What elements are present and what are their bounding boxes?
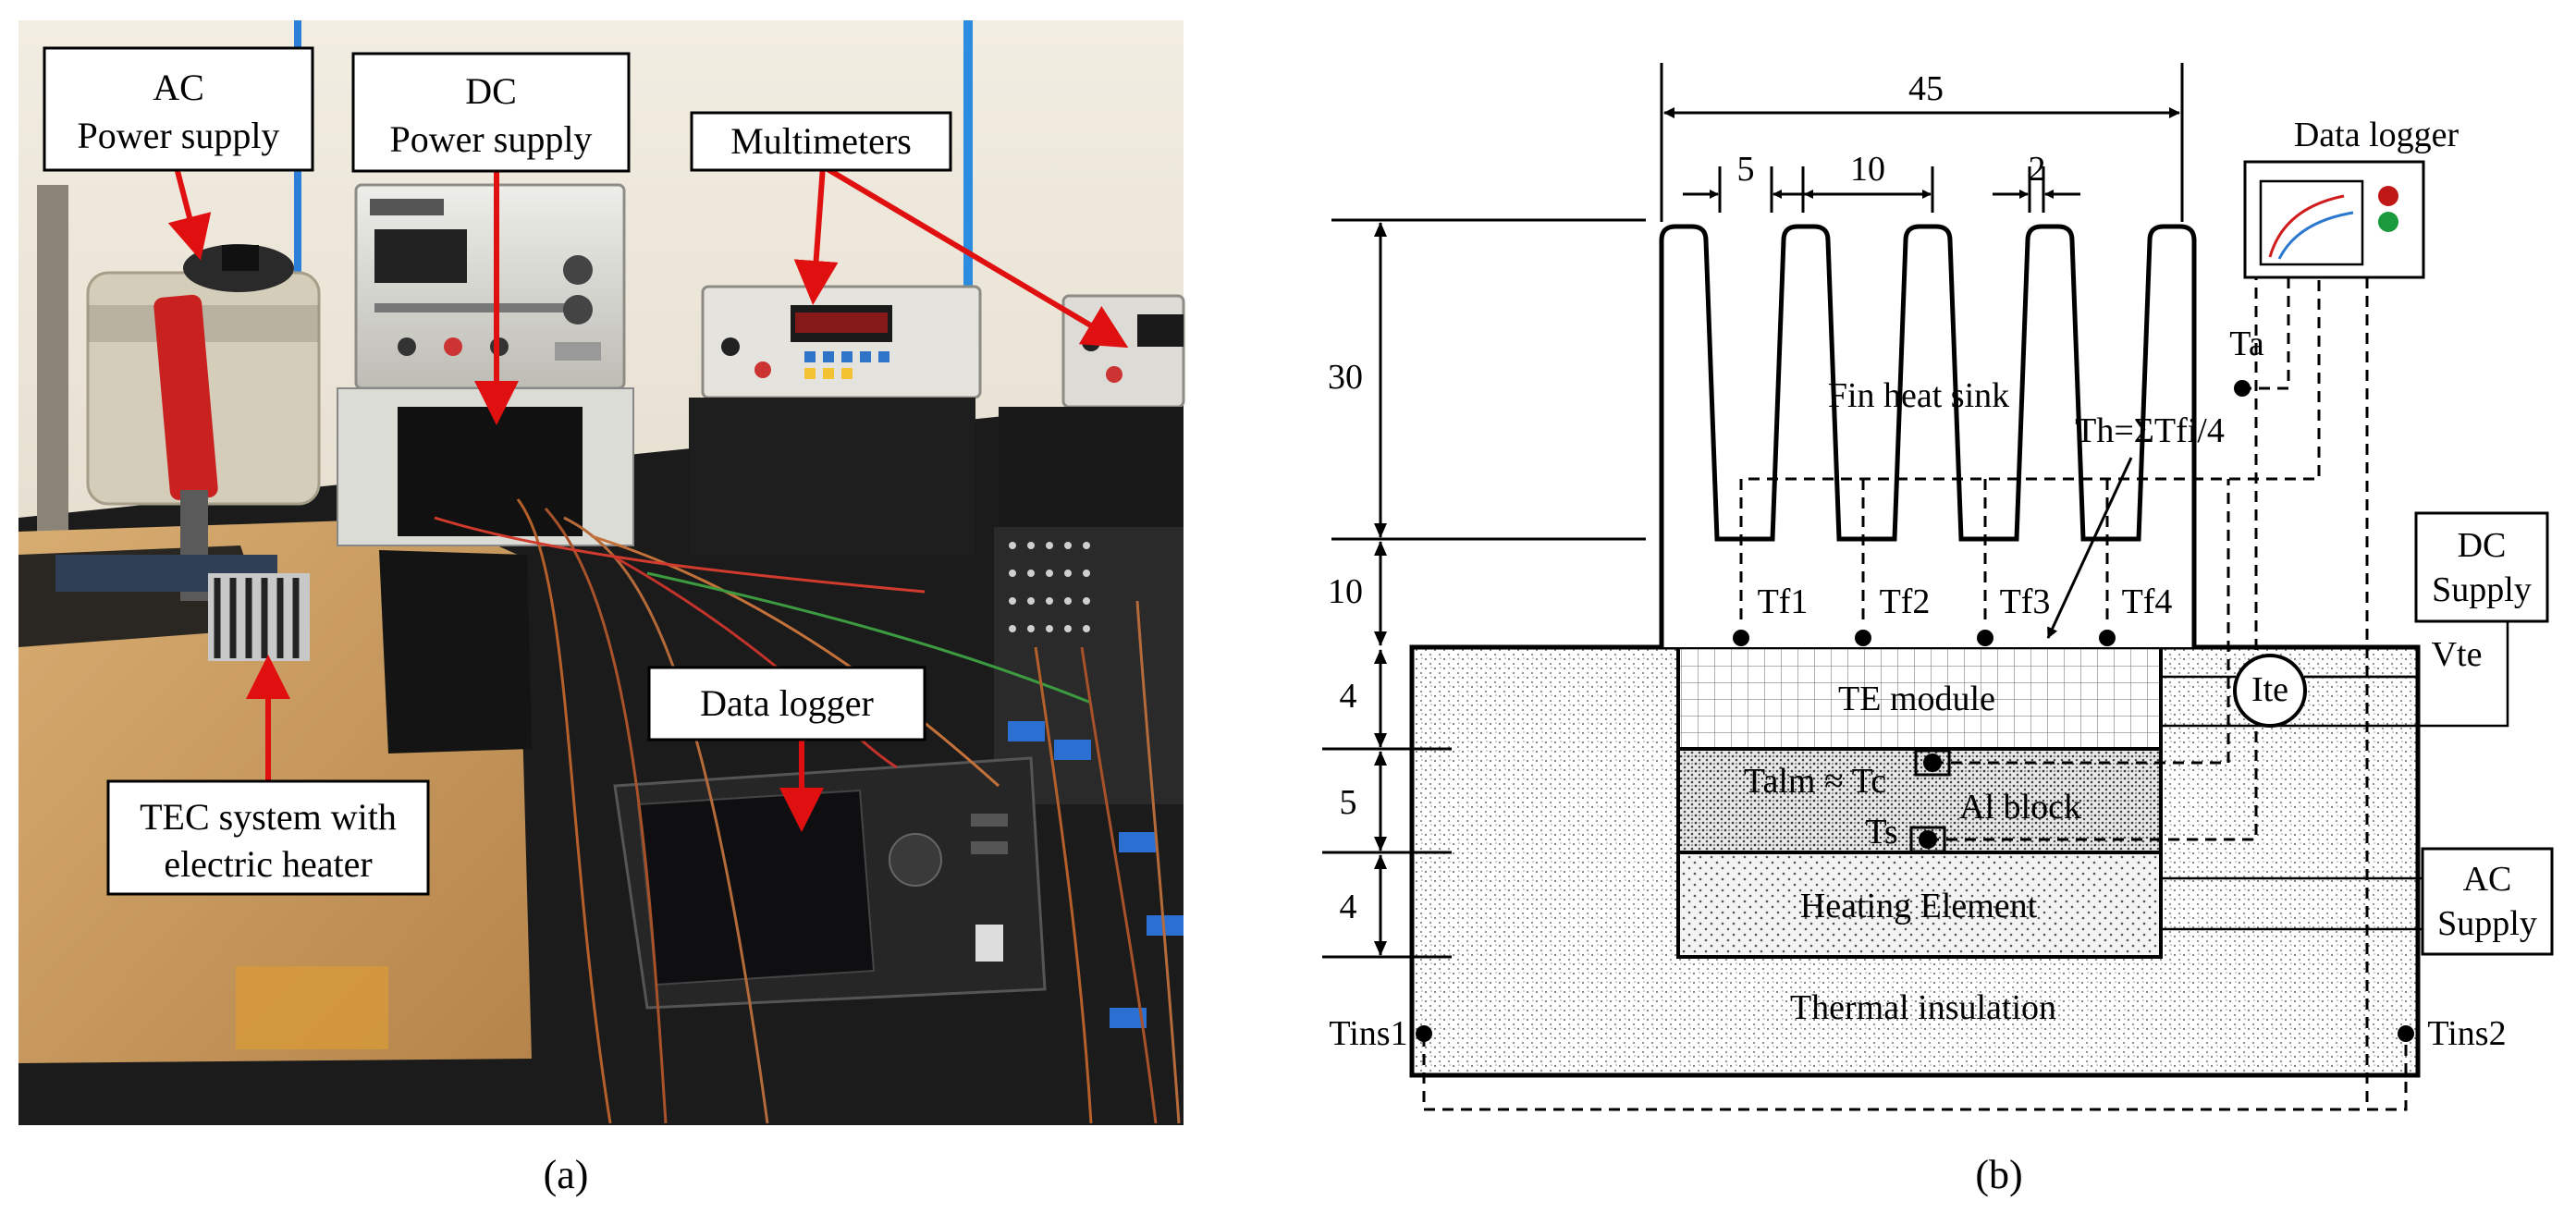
- label-dc-power-supply: DC Power supply: [351, 52, 631, 173]
- annotation-arrows: [167, 164, 1129, 832]
- fin-heat-sink-label: Fin heat sink: [1828, 376, 2009, 415]
- logger-led-red: [2378, 186, 2398, 206]
- dim-width-total: 45: [1908, 69, 1944, 108]
- dc-supply-box: DC Supply: [2414, 511, 2549, 623]
- blue-pipe-right: [963, 20, 973, 298]
- th-formula-label: Th=ΣTfi/4: [2075, 411, 2225, 450]
- heating-element-layer: [1676, 851, 2163, 959]
- al-block-label: Al block: [1959, 788, 2081, 827]
- dim-te-height: 4: [1340, 677, 1357, 716]
- label-ac-line1: AC: [153, 67, 204, 108]
- ite-label: Ite: [2251, 670, 2288, 709]
- label-multimeters-text: Multimeters: [730, 120, 912, 162]
- talm-sensor-box: [1914, 749, 1951, 777]
- al-block-label-bg: [1914, 772, 2090, 837]
- label-tec-line1: TEC system with: [140, 796, 397, 838]
- dim-al-height: 5: [1340, 783, 1357, 822]
- dim-base-height: 10: [1328, 572, 1363, 611]
- tins1-label: Tins1: [1329, 1014, 1407, 1053]
- tf2-label: Tf2: [1880, 582, 1931, 621]
- arrow-multimeter-2: [821, 164, 1129, 349]
- label-data-logger-text: Data logger: [700, 682, 874, 724]
- fin-heat-sink-outline: [1659, 224, 2197, 647]
- caption-b: (b): [1975, 1152, 2022, 1197]
- sensor-tf1: [1733, 630, 1749, 646]
- arrow-ac-supply: [167, 170, 212, 261]
- ta-label: Ta: [2229, 325, 2264, 363]
- caption-a: (a): [544, 1152, 589, 1197]
- sensor-tf3: [1977, 630, 1993, 646]
- sensor-tf4: [2099, 630, 2116, 646]
- ac-supply-line1: AC: [2463, 860, 2512, 899]
- heating-element-label: Heating Element: [1800, 887, 2038, 925]
- sensor-dots: [1416, 380, 2414, 1042]
- talm-label: Talm ≈ Tc: [1744, 762, 1886, 801]
- multimeter-1-device: [689, 285, 982, 555]
- dim-heater-height: 4: [1340, 888, 1357, 926]
- thermocouple-leads: [1422, 277, 2408, 1111]
- box-tape: [236, 966, 388, 1049]
- vte-label: Vte: [2432, 635, 2483, 674]
- label-dc-line2: Power supply: [390, 118, 593, 160]
- tf1-label: Tf1: [1758, 582, 1809, 621]
- tf3-label: Tf3: [2000, 582, 2051, 621]
- wires: [434, 498, 1181, 1124]
- sensor-ta: [2234, 380, 2251, 397]
- sensor-tf2: [1855, 630, 1871, 646]
- dim-fin-thickness: 5: [1737, 150, 1755, 189]
- te-module-label: TE module: [1838, 680, 1995, 718]
- dim-fin-gap: 10: [1850, 150, 1885, 189]
- ts-sensor-box: [1909, 826, 1946, 853]
- sensor-ts: [1919, 830, 1937, 849]
- dimension-lines: [1322, 63, 2184, 959]
- panel-b-schematic: 45 5 10 2 30 10 4 5 4: [1322, 63, 2554, 1111]
- dc-power-supply-device: [337, 183, 634, 546]
- blue-pipe-left: [294, 20, 301, 418]
- ac-supply-line2: Supply: [2437, 904, 2537, 943]
- label-ac-line2: Power supply: [78, 115, 280, 156]
- sensor-tins1: [1416, 1025, 1432, 1042]
- data-logger-schematic: Data logger: [2243, 116, 2459, 279]
- label-tec-line2: electric heater: [164, 843, 372, 885]
- label-data-logger-photo: Data logger: [647, 666, 926, 741]
- metal-post: [37, 185, 68, 573]
- thermal-insulation-label: Thermal insulation: [1790, 988, 2056, 1027]
- data-logger-label: Data logger: [2294, 116, 2459, 154]
- panel-a-photo: AC Power supply DC Power supply Multimet…: [18, 20, 1185, 1125]
- logger-led-green: [2378, 212, 2398, 232]
- th-pointer-arrow: [2046, 457, 2133, 639]
- dc-supply-line2: Supply: [2432, 570, 2532, 609]
- tins2-label: Tins2: [2427, 1014, 2506, 1053]
- te-module-layer: [1676, 645, 2163, 751]
- dc-supply-line1: DC: [2458, 526, 2507, 565]
- dim-fin-height: 30: [1328, 358, 1363, 397]
- tf4-label: Tf4: [2122, 582, 2173, 621]
- foam-black: [379, 550, 532, 754]
- sensor-talm: [1923, 754, 1942, 772]
- ac-supply-box: AC Supply: [2421, 847, 2554, 956]
- dim-fin-tip: 2: [2029, 150, 2046, 189]
- label-tec-system: TEC system with electric heater: [106, 779, 430, 896]
- heat-sink-photo: [208, 573, 310, 661]
- logger-curve-blue: [2277, 211, 2354, 260]
- label-multimeters: Multimeters: [690, 111, 952, 172]
- data-logger-device: [613, 756, 1047, 1010]
- arrow-multimeter-1: [793, 165, 839, 305]
- ts-label: Ts: [1865, 813, 1897, 852]
- label-dc-line1: DC: [465, 70, 517, 112]
- label-ac-power-supply: AC Power supply: [43, 46, 314, 172]
- logger-curve-red: [2268, 194, 2345, 258]
- sensor-tins2: [2398, 1025, 2414, 1042]
- current-meter-circle: [2233, 654, 2307, 728]
